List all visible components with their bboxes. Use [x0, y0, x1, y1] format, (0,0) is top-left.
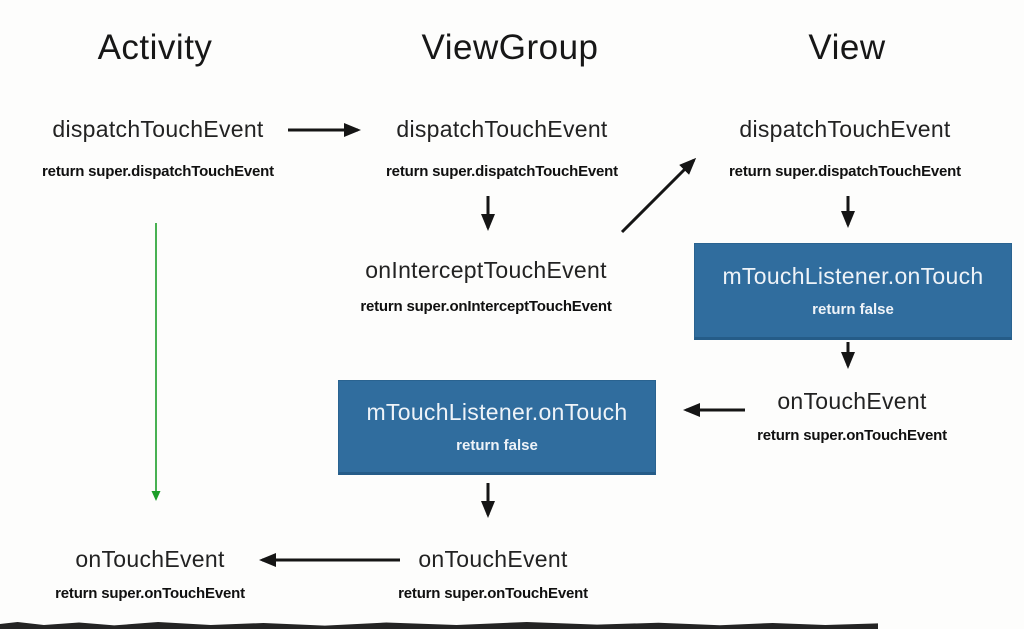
method-label: dispatchTouchEvent	[396, 116, 608, 142]
return-note: return super.onTouchEvent	[398, 585, 588, 602]
node-view-on-touch-event: onTouchEvent return super.onTouchEvent	[757, 388, 947, 444]
method-label: onTouchEvent	[777, 388, 927, 414]
method-label: onTouchEvent	[418, 546, 568, 572]
arrow-onintercept-to-view-dispatch	[620, 157, 697, 234]
method-label: dispatchTouchEvent	[52, 116, 264, 142]
method-label: onTouchEvent	[75, 546, 225, 572]
return-note: return super.onInterceptTouchEvent	[360, 298, 612, 315]
photo-bottom-edge	[0, 621, 878, 629]
return-note: return super.onTouchEvent	[55, 585, 245, 602]
return-note: return false	[812, 301, 894, 318]
column-header-viewgroup: ViewGroup	[421, 28, 599, 67]
node-viewgroup-on-intercept-touch-event: onInterceptTouchEvent return super.onInt…	[360, 257, 611, 315]
return-note: return false	[456, 437, 538, 454]
column-header-activity: Activity	[97, 28, 213, 67]
listener-label: mTouchListener.onTouch	[722, 263, 984, 289]
method-label: onInterceptTouchEvent	[365, 257, 607, 283]
listener-label: mTouchListener.onTouch	[366, 399, 628, 425]
node-activity-dispatch-touch-event: dispatchTouchEvent return super.dispatch…	[42, 116, 274, 180]
column-header-view: View	[808, 28, 886, 67]
node-viewgroup-dispatch-touch-event: dispatchTouchEvent return super.dispatch…	[386, 116, 618, 180]
node-activity-on-touch-event: onTouchEvent return super.onTouchEvent	[55, 546, 245, 602]
node-view-dispatch-touch-event: dispatchTouchEvent return super.dispatch…	[729, 116, 961, 180]
method-label: dispatchTouchEvent	[739, 116, 951, 142]
return-note: return super.dispatchTouchEvent	[386, 163, 618, 180]
box-viewgroup-touch-listener: mTouchListener.onTouch return false	[338, 380, 656, 475]
node-viewgroup-on-touch-event: onTouchEvent return super.onTouchEvent	[398, 546, 588, 602]
return-note: return super.onTouchEvent	[757, 427, 947, 444]
return-note: return super.dispatchTouchEvent	[42, 163, 274, 180]
return-note: return super.dispatchTouchEvent	[729, 163, 961, 180]
box-view-touch-listener: mTouchListener.onTouch return false	[694, 243, 1012, 340]
